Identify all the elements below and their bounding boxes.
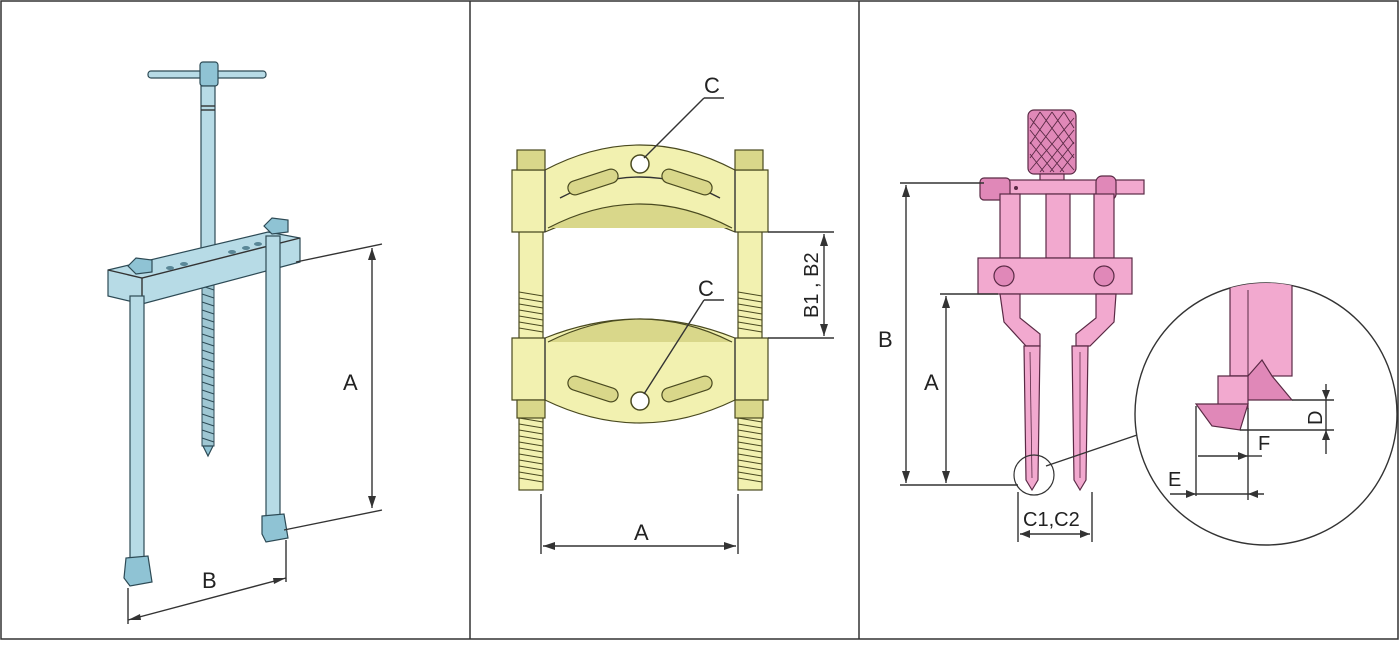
panel-3-internal-puller: B A C1,C2 <box>878 109 1398 546</box>
slot-top-right <box>661 168 713 196</box>
separator-top-half <box>511 144 769 233</box>
link-left <box>999 193 1021 259</box>
beam-bolt-right <box>263 217 289 235</box>
panel-1-blue-puller: A B <box>107 61 383 624</box>
dimension-c1c2 <box>1017 492 1093 542</box>
jaw-left-finger <box>1023 345 1041 492</box>
leader-c-top <box>643 97 705 159</box>
link-right <box>1093 193 1115 259</box>
detail-step <box>1217 375 1249 409</box>
dimension-a-panel2 <box>540 494 739 554</box>
nut-bottom-right <box>734 399 764 419</box>
separator-bottom-half <box>511 318 769 424</box>
beam-bolt-left <box>127 257 153 275</box>
label-a-panel2: A <box>634 520 649 545</box>
label-a-panel1: A <box>343 370 358 395</box>
detail-marker <box>1013 454 1055 496</box>
nut-bottom-left <box>516 399 546 419</box>
magnified-detail: D F E <box>1134 282 1398 546</box>
label-b1b2: B1 , B2 <box>801 252 823 318</box>
detail-leader <box>1045 433 1141 467</box>
foot-right <box>261 513 289 543</box>
threads-left <box>518 291 544 483</box>
dimension-a-panel3 <box>940 293 998 483</box>
leader-c-bottom <box>643 299 705 395</box>
label-c-bottom: C <box>698 276 714 301</box>
slot-bottom-right <box>661 375 713 403</box>
foot-left <box>123 555 153 587</box>
t-handle-hub <box>199 61 219 87</box>
slot-top-left <box>567 168 619 196</box>
threads-right <box>737 291 763 483</box>
hole-c-top <box>630 154 650 174</box>
dimension-b1b2 <box>768 231 834 339</box>
nut-top-right <box>734 149 764 171</box>
spindle-upper <box>200 85 216 257</box>
jaw-left-upper <box>999 293 1041 347</box>
dimension-b-panel1 <box>127 540 287 624</box>
label-c-top: C <box>704 73 720 98</box>
slot-bottom-left <box>567 375 619 403</box>
jaw-right-upper <box>1075 293 1117 347</box>
label-a-panel3: A <box>924 370 939 395</box>
label-b-panel1: B <box>202 568 217 593</box>
dimension-a-panel1 <box>283 243 383 531</box>
leg-left <box>129 295 145 559</box>
label-f: F <box>1258 433 1270 455</box>
plate-bolt-right <box>1093 265 1115 287</box>
panel-2-bearing-separator: C C B1 , B2 A <box>511 73 834 554</box>
knurled-knob <box>1027 109 1077 185</box>
label-d: D <box>1305 411 1327 425</box>
plate-bolt-left <box>993 265 1015 287</box>
leg-right <box>265 235 281 517</box>
hole-c-bottom <box>630 391 650 411</box>
label-c1c2: C1,C2 <box>1023 509 1080 531</box>
cross-beam <box>107 231 301 305</box>
threaded-spindle <box>201 255 215 458</box>
label-e: E <box>1168 469 1181 491</box>
center-column <box>1045 193 1071 259</box>
nut-top-left <box>516 149 546 171</box>
dimension-b-panel3 <box>900 182 1018 486</box>
label-b-panel3: B <box>878 327 893 352</box>
